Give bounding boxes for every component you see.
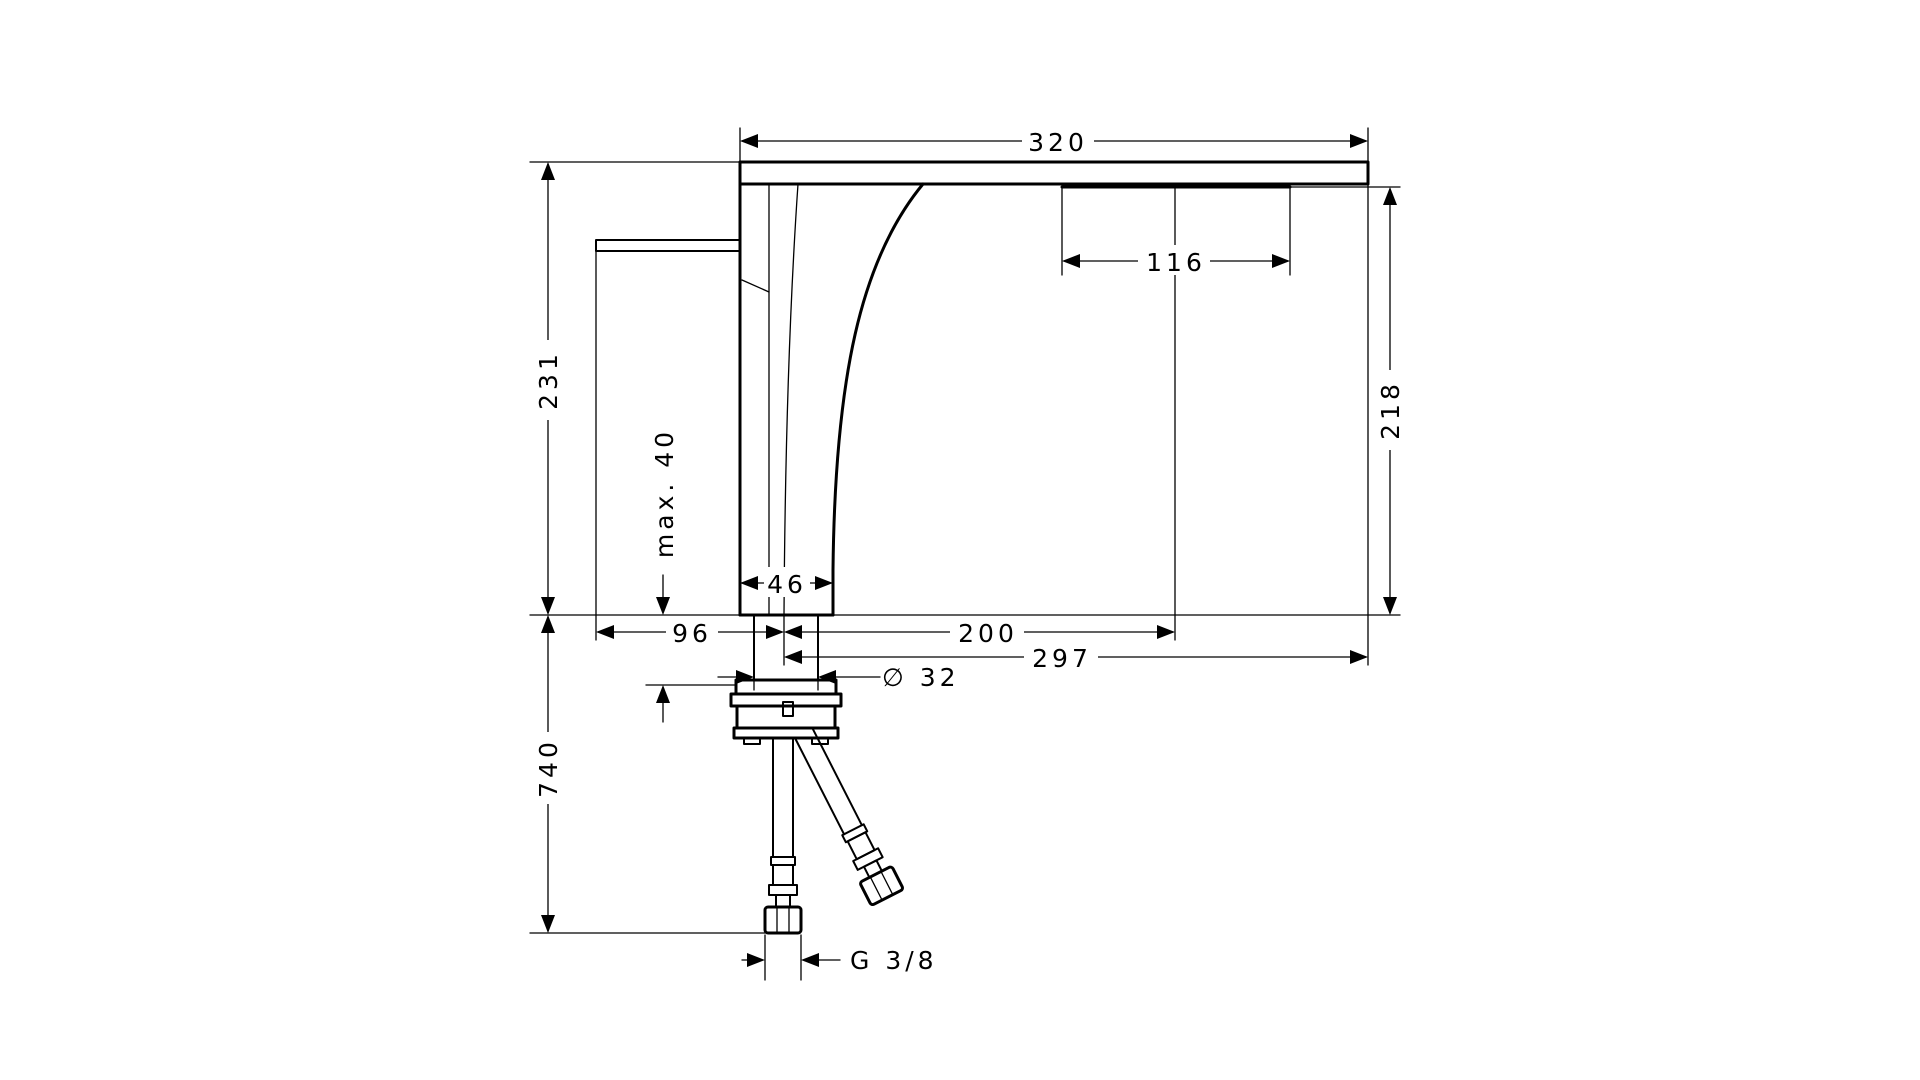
dim-max-deck-thickness: max. 40 — [650, 428, 679, 723]
dim-lever-offset: 96 — [596, 616, 784, 648]
dim-connection-thread: G 3/8 — [741, 946, 938, 975]
lever-handle — [595, 239, 741, 252]
mounting-nut-top — [729, 692, 843, 708]
dim-label-231: 231 — [534, 350, 563, 410]
dim-axis-to-spout: 200 — [784, 616, 1175, 648]
mounting-nut-bottom — [732, 726, 840, 740]
body-curved-neck — [831, 182, 925, 617]
dim-aerator-length: 116 — [1062, 245, 1290, 277]
dim-spout-height: 218 — [1374, 187, 1406, 615]
dim-label-g-3-8: G 3/8 — [850, 946, 938, 975]
supply-hoses — [763, 727, 904, 935]
spout-top-plate — [738, 160, 1370, 186]
hose-connector-angled — [859, 865, 904, 907]
dim-label-96: 96 — [672, 619, 712, 648]
dim-label-320: 320 — [1028, 128, 1088, 157]
dim-label-740: 740 — [534, 738, 563, 798]
hose-connector-straight — [763, 905, 803, 935]
dim-label-diameter-32: ∅ 32 — [882, 663, 960, 692]
dim-total-height: 231 — [532, 162, 564, 615]
dim-label-218: 218 — [1376, 380, 1405, 440]
mounting-washer — [734, 678, 838, 696]
dim-label-max-40: max. 40 — [650, 428, 679, 558]
dim-label-297: 297 — [1032, 644, 1092, 673]
body-inner-line-2 — [783, 183, 799, 616]
dim-label-46: 46 — [767, 570, 807, 599]
dim-axis-to-tip: 297 — [784, 641, 1368, 673]
dim-overall-length: 320 — [740, 125, 1368, 157]
faucet-body — [595, 160, 1370, 617]
dim-body-width: 46 — [740, 567, 833, 599]
dim-shank-diameter: ∅ 32 — [717, 663, 960, 692]
extension-lines — [529, 127, 1401, 981]
dim-hose-length: 740 — [532, 615, 564, 933]
body-lever-joint — [741, 279, 770, 293]
dim-label-200: 200 — [958, 619, 1018, 648]
dim-label-116: 116 — [1146, 248, 1206, 277]
